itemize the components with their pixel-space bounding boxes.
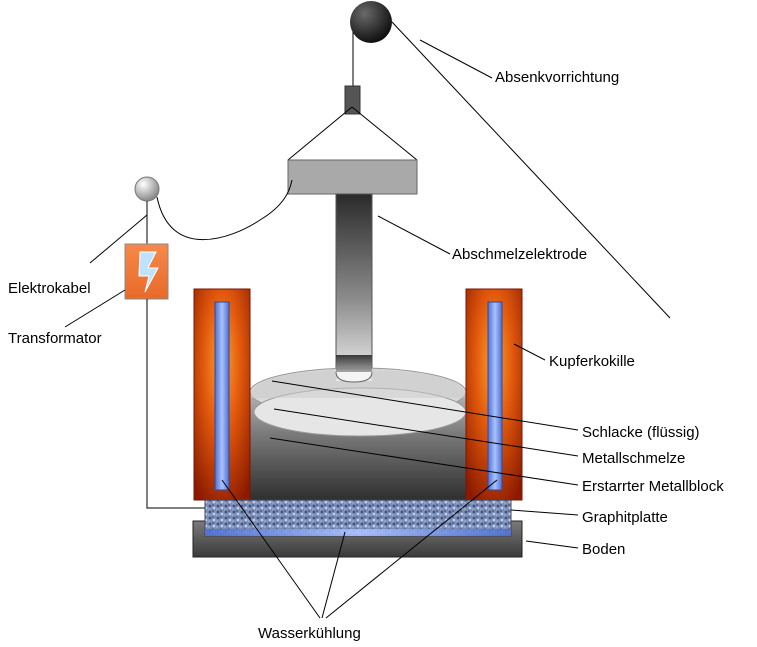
leader-transformator <box>64 289 126 328</box>
power-supply <box>124 176 293 509</box>
ground-cable <box>146 299 205 509</box>
lowering-device <box>287 1 671 319</box>
label-kupferkokille: Kupferkokille <box>549 353 635 370</box>
electrode-clamp <box>344 85 361 115</box>
crucible-contents <box>249 355 467 500</box>
label-erstarrter-metallblock: Erstarrter Metallblock <box>582 478 724 495</box>
leader-kupferkokille <box>513 343 546 361</box>
pulley-rope <box>391 21 671 319</box>
electric-cable <box>156 179 293 241</box>
label-absenkvorrichtung: Absenkvorrichtung <box>495 69 619 86</box>
leader-wasserkuehlung-right <box>325 479 498 619</box>
suspension-wire-right <box>351 106 418 161</box>
electrode-rod <box>335 193 373 383</box>
cooling-channel-left <box>214 301 230 491</box>
leader-abschmelzelektrode <box>377 215 451 255</box>
label-wasserkuehlung: Wasserkühlung <box>258 625 361 642</box>
leader-schlacke <box>271 380 579 431</box>
leader-absenkvorrichtung <box>419 39 493 79</box>
labels: Absenkvorrichtung Abschmelzelektrode Ele… <box>8 69 724 642</box>
suspension-wire-left <box>287 106 353 161</box>
label-abschmelzelektrode: Abschmelzelektrode <box>452 246 587 263</box>
cooling-channel-right <box>487 301 503 491</box>
leader-erstarrter-metallblock <box>269 437 579 486</box>
leader-lines <box>64 39 579 619</box>
consumable-electrode <box>335 193 373 383</box>
leader-boden <box>525 540 579 549</box>
leader-graphitplatte <box>510 509 579 516</box>
label-metallschmelze: Metallschmelze <box>582 450 685 467</box>
label-transformator: Transformator <box>8 330 102 347</box>
leader-wasserkuehlung-left <box>221 479 321 619</box>
leader-metallschmelze <box>273 408 579 457</box>
slag-surface <box>250 370 466 398</box>
label-boden: Boden <box>582 541 625 558</box>
lightning-bolt-icon <box>138 251 159 293</box>
leader-elektrokabel <box>89 214 148 264</box>
electrode-tip-edge <box>335 371 373 383</box>
electrode-head-plate <box>287 159 418 195</box>
cable-connector-ball <box>134 176 160 202</box>
label-schlacke: Schlacke (flüssig) <box>582 424 700 441</box>
leader-wasserkuehlung-center <box>321 531 346 619</box>
base-assembly <box>192 499 523 558</box>
base-cooling-channel <box>205 529 511 536</box>
label-graphitplatte: Graphitplatte <box>582 509 668 526</box>
label-elektrokabel: Elektrokabel <box>8 280 91 297</box>
pulley-wheel-icon <box>350 1 392 43</box>
copper-mold <box>193 288 523 501</box>
